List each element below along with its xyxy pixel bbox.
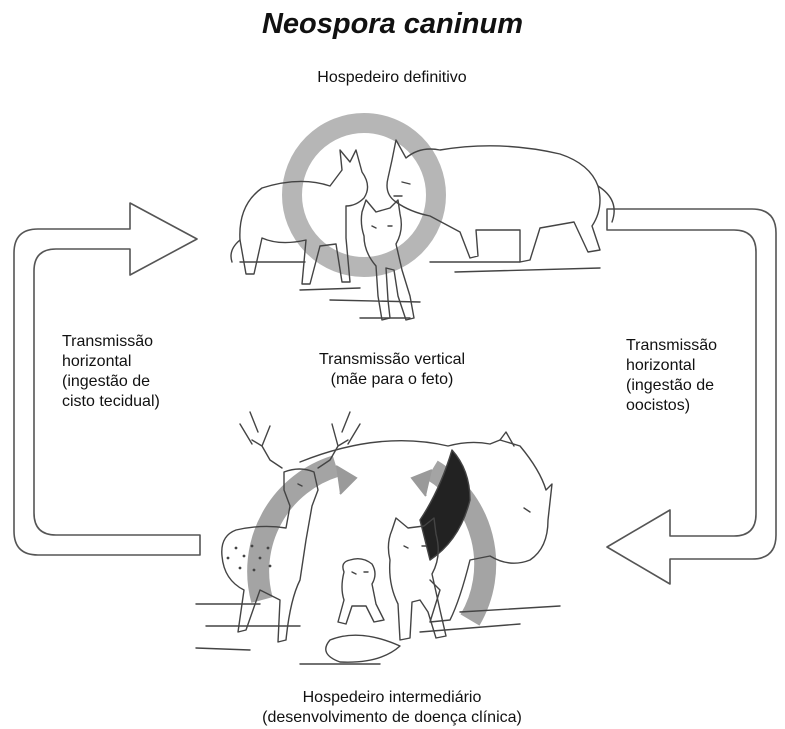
left-label-line: Transmissão xyxy=(62,332,160,352)
right-label-line: Transmissão xyxy=(626,336,717,356)
left-transmission-label: Transmissão horizontal (ingestão de cist… xyxy=(62,332,160,412)
left-label-line: (ingestão de xyxy=(62,372,160,392)
right-label-line: horizontal xyxy=(626,356,717,376)
definitive-host-label: Hospedeiro definitivo xyxy=(242,68,542,88)
intermediate-label-line: Hospedeiro intermediário xyxy=(192,688,592,708)
vertical-transmission-label: Transmissão vertical (mãe para o feto) xyxy=(262,350,522,390)
vertical-label-line: Transmissão vertical xyxy=(262,350,522,370)
small-animal-illustration xyxy=(326,559,400,663)
right-label-line: (ingestão de xyxy=(626,376,717,396)
left-label-line: cisto tecidual) xyxy=(62,392,160,412)
diagram-title: Neospora caninum xyxy=(0,8,785,41)
deer-illustration xyxy=(222,412,360,642)
left-label-line: horizontal xyxy=(62,352,160,372)
definitive-host-ring xyxy=(292,123,436,267)
right-label-line: oocistos) xyxy=(626,396,717,416)
intermediate-host-label: Hospedeiro intermediário (desenvolviment… xyxy=(192,688,592,728)
rhinoceros-illustration xyxy=(300,432,552,622)
intermediate-label-line: (desenvolvimento de doença clínica) xyxy=(192,708,592,728)
vertical-label-line: (mãe para o feto) xyxy=(262,370,522,390)
intermediate-host-animals xyxy=(196,412,560,664)
right-transmission-label: Transmissão horizontal (ingestão de ooci… xyxy=(626,336,717,416)
